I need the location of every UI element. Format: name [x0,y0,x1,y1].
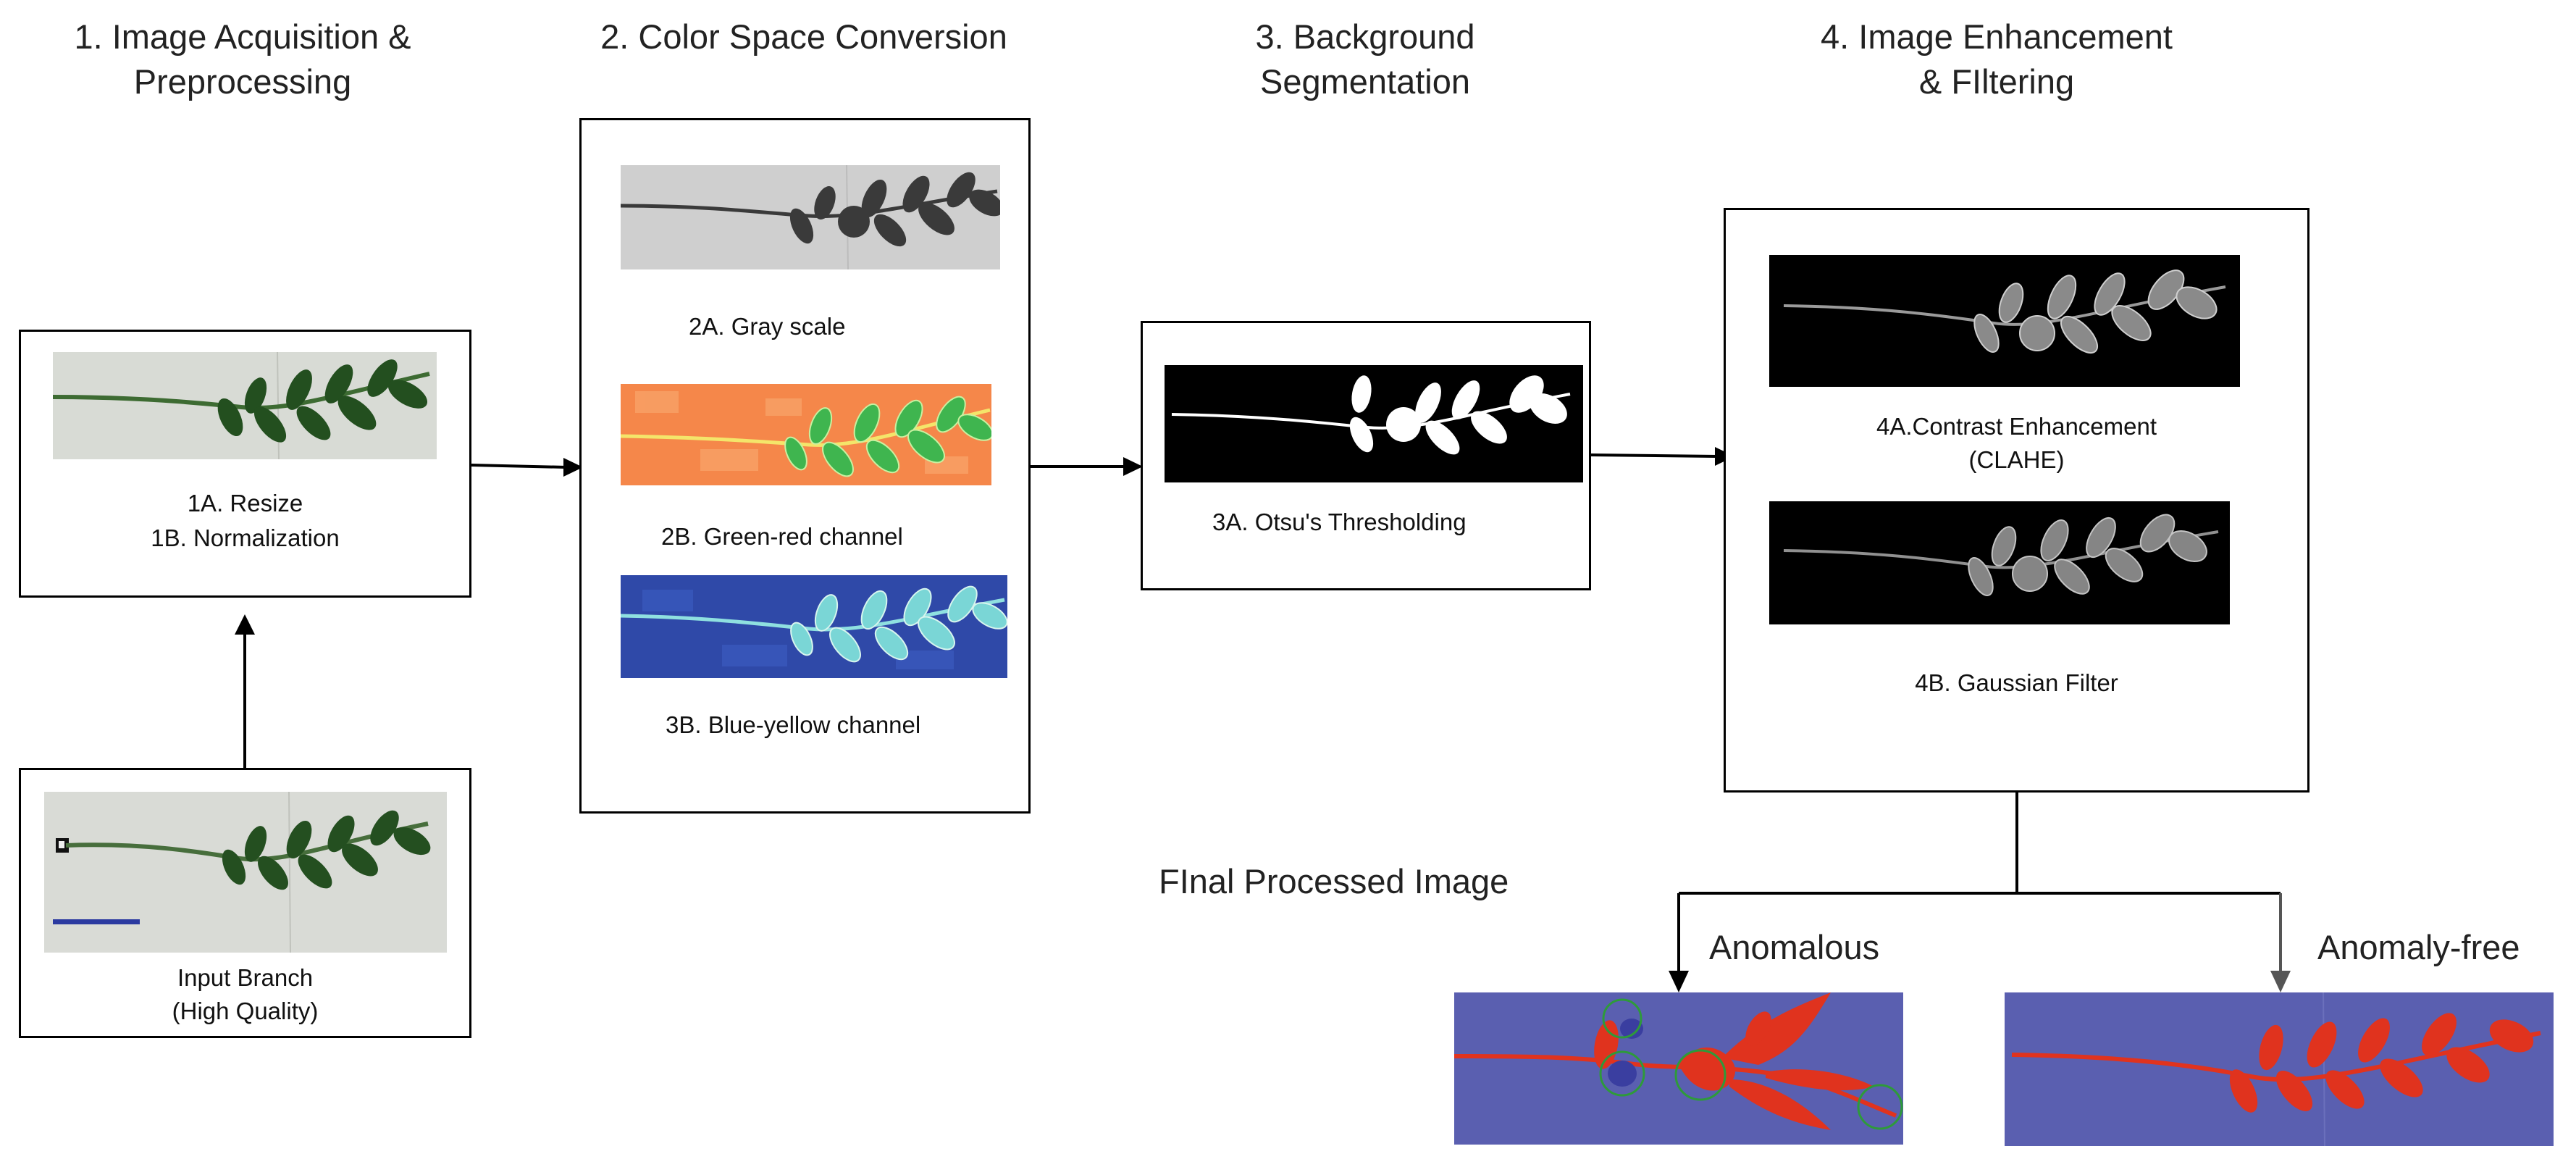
arrowhead-input-to-preprocess [235,614,255,635]
input-branch-image [44,792,447,953]
enhancement-box: 4A.Contrast Enhancement (CLAHE) 4B. Gaus… [1724,208,2309,793]
blue-yellow-caption: 3B. Blue-yellow channel [666,711,921,738]
input-branch-box: Input Branch (High Quality) [19,768,471,1038]
otsu-caption: 3A. Otsu's Thresholding [1212,509,1467,535]
grayscale-image [621,165,1000,269]
blue-yellow-channel-image [621,575,1007,678]
stage-2-title: 2. Color Space Conversion [600,17,1007,56]
otsu-threshold-image [1165,365,1583,482]
grayscale-caption: 2A. Gray scale [689,313,846,340]
stage-4-title: 4. Image Enhancement & FIltering [1821,17,2173,101]
segmentation-box: 3A. Otsu's Thresholding [1141,321,1591,590]
color-space-box: 2A. Gray scale 2B. Green-red channel [579,118,1031,814]
anomaly-free-branch-image [2005,992,2554,1146]
clahe-subcaption: (CLAHE) [1968,446,2065,473]
preprocess-box: 1A. Resize 1B. Normalization [19,330,471,598]
arrow-segment-to-enhance [1590,453,1719,458]
input-quality-caption: (High Quality) [172,998,319,1024]
arrowhead-anomaly-free [2270,971,2291,992]
green-red-channel-image [621,384,991,485]
final-image-title: FInal Processed Image [1159,862,1509,900]
anomalous-branch-image [1454,992,1903,1145]
gaussian-filter-image [1769,501,2230,624]
stage-3-title: 3. Background Segmentation [1255,17,1475,101]
clahe-caption: 4A.Contrast Enhancement [1876,413,2157,440]
anomaly-free-label: Anomaly-free [2317,928,2520,966]
resize-caption: 1A. Resize [187,490,303,517]
gaussian-caption: 4B. Gaussian Filter [1915,669,2118,696]
clahe-image [1769,255,2240,387]
arrow-preprocess-to-color [471,464,567,469]
green-red-caption: 2B. Green-red channel [661,523,903,550]
stage-1-title: 1. Image Acquisition & Preprocessing [74,17,411,101]
arrowhead-anomalous [1669,971,1689,992]
arrowhead-color-to-segment [1123,457,1143,476]
anomalous-label: Anomalous [1709,928,1880,966]
normalization-caption: 1B. Normalization [151,524,340,551]
resized-branch-image [53,352,437,459]
input-branch-caption: Input Branch [177,964,314,991]
